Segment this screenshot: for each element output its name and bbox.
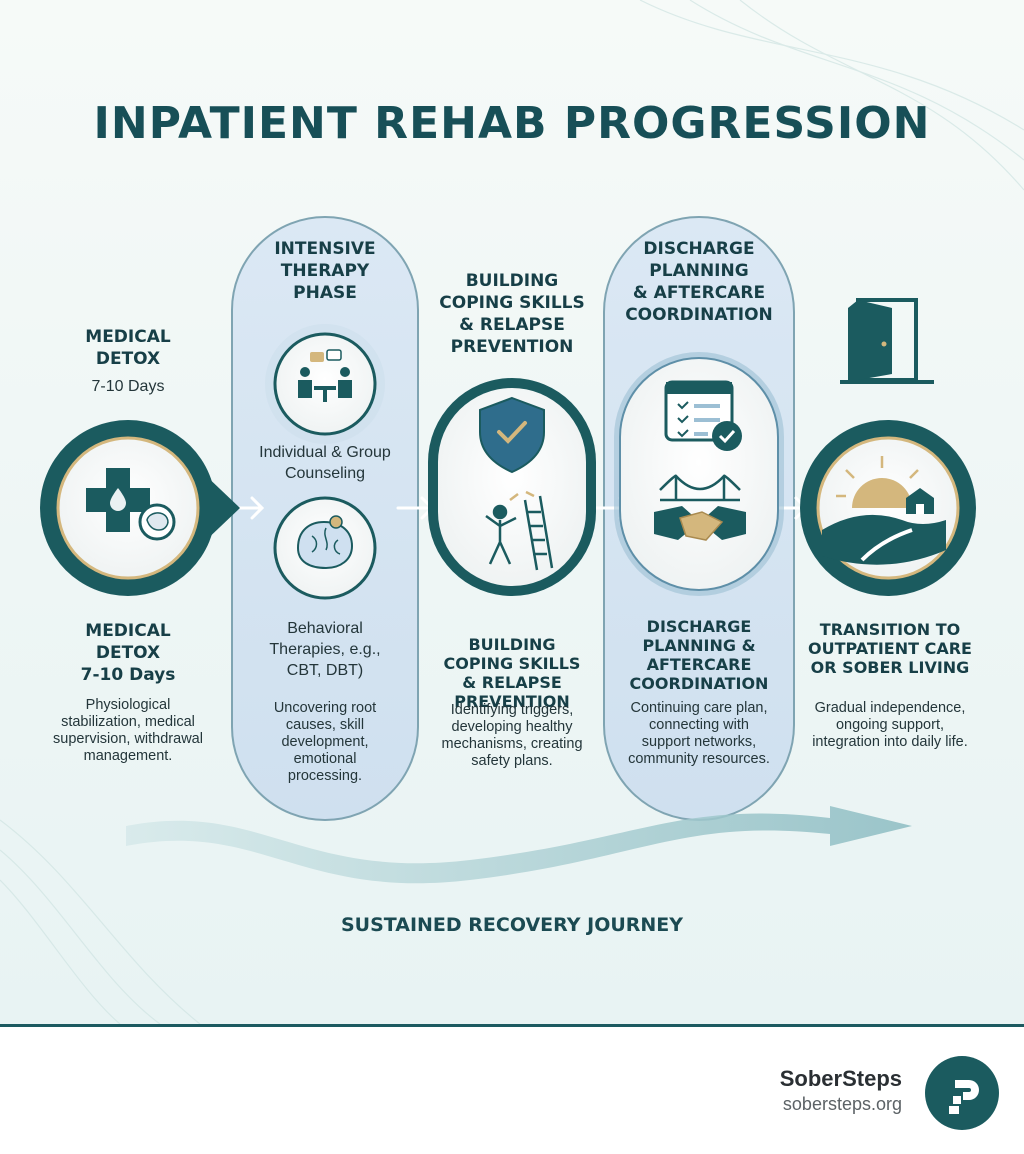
stage-3-title: BUILDING COPING SKILLS & RELAPSE PREVENT… [443,635,581,711]
stage-1-top-subtitle: 7-10 Days [91,378,165,395]
stage-1-title: MEDICAL DETOX 7-10 Days [80,621,176,685]
stage-5-title: TRANSITION TO OUTPATIENT CARE OR SOBER L… [808,620,972,677]
brand-url: sobersteps.org [782,1094,902,1114]
brand-name: SoberSteps [779,1066,902,1091]
stage-1-top-title: MEDICAL DETOX [85,327,171,369]
footer-divider [0,1024,1024,1027]
stage-4-description: Continuing care plan, connecting with su… [628,700,770,767]
stage-3-top-title: BUILDING COPING SKILLS & RELAPSE PREVENT… [439,271,585,357]
stage-4-top-title: DISCHARGE PLANNING & AFTERCARE COORDINAT… [625,239,773,325]
stage-2-title: Behavioral Therapies, e.g., CBT, DBT) [269,620,381,679]
stage-4-title: DISCHARGE PLANNING & AFTERCARE COORDINAT… [629,617,769,693]
shield-check-icon [479,396,545,474]
stage-5-description: Gradual independence, ongoing support, i… [812,700,968,750]
brand-block: SoberSteps sobersteps.org [780,1066,902,1115]
stage-2-description: Uncovering root causes, skill developmen… [273,700,377,784]
stage-circle-counseling [265,324,385,444]
page-title: INPATIENT REHAB PROGRESSION [93,98,931,149]
bridge-icon [659,474,741,502]
counseling-group-icon [298,349,352,402]
logo-mark-icon [925,1056,999,1130]
journey-label: SUSTAINED RECOVERY JOURNEY [340,914,684,936]
stage-3-description: Identifying triggers, developing healthy… [441,702,583,769]
stage-2-mid-caption: Individual & Group Counseling [259,444,391,482]
ladder-climber-icon [485,490,554,571]
brain-gears-icon [296,515,354,570]
medical-cross-brain-icon [86,468,176,541]
stage-circle-medical-detox [40,420,240,596]
sunrise-house-icon [822,456,946,565]
stage-circle-coping-skills [428,378,596,596]
stage-circle-transition [800,420,976,596]
handshake-icon [654,506,746,541]
stage-2-top-title: INTENSIVE THERAPY PHASE [274,239,376,303]
journey-wave-arrow [126,806,912,884]
calendar-checklist-icon [664,380,742,451]
open-door-icon [840,298,934,384]
infographic-canvas: INPATIENT REHAB PROGRESSION MEDICAL DETO… [0,0,1024,1024]
stage-circle-behavioral-therapies [273,496,377,600]
decorative-background-lines [0,0,1024,1024]
diagram-graphics [0,0,1024,1024]
stage-circle-discharge [614,352,784,596]
stage-1-description: Physiological stabilization, medical sup… [53,697,203,764]
